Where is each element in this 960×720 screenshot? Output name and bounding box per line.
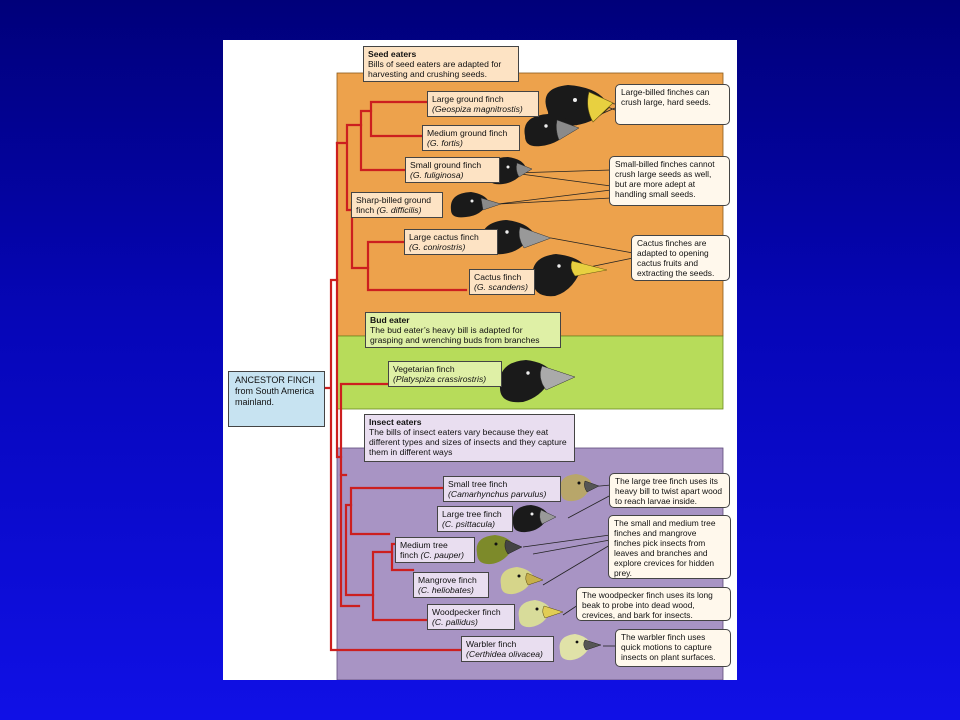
- species-label-sharp-billed-ground-finch: Sharp-billed ground finch (G. difficilis…: [351, 192, 443, 218]
- species-label-woodpecker-finch: Woodpecker finch (C. pallidus): [427, 604, 515, 630]
- species-scientific-name: (G. difficilis): [376, 205, 422, 215]
- note-warbler-finch: The warbler finch uses quick motions to …: [615, 629, 731, 667]
- note-cactus-finches: Cactus finches are adapted to opening ca…: [631, 235, 730, 281]
- ancestor-line-3: mainland.: [235, 397, 275, 407]
- bud-eater-description: The bud eater’s heavy bill is adapted fo…: [370, 325, 540, 345]
- bud-eater-label: Bud eater The bud eater’s heavy bill is …: [365, 312, 561, 348]
- note-large-tree-finch: The large tree finch uses its heavy bill…: [609, 473, 730, 508]
- species-scientific-name: (Geospiza magnitrostis): [432, 104, 523, 114]
- medium-ground-finch-illustration: [524, 114, 580, 147]
- species-scientific-name: (C. heliobates): [418, 585, 474, 595]
- species-common-name: Small tree finch: [448, 479, 508, 489]
- species-common-name: Large ground finch: [432, 94, 504, 104]
- ancestor-finch-label: ANCESTOR FINCH from South America mainla…: [228, 371, 325, 427]
- large-ground-finch-illustration: [545, 85, 614, 127]
- seed-eaters-label: Seed eaters Bills of seed eaters are ada…: [363, 46, 519, 82]
- species-scientific-name: (G. scandens): [474, 282, 528, 292]
- insect-eaters-description: The bills of insect eaters vary because …: [369, 427, 567, 457]
- mangrove-finch-illustration: [500, 567, 544, 595]
- species-common-name: Medium tree: [400, 540, 448, 550]
- species-common-name: Large cactus finch: [409, 232, 479, 242]
- species-common-name: Mangrove finch: [418, 575, 477, 585]
- species-scientific-name: (Platyspiza crassirostris): [393, 374, 487, 384]
- species-label-mangrove-finch: Mangrove finch (C. heliobates): [413, 572, 489, 598]
- species-label-medium-ground-finch: Medium ground finch (G. fortis): [422, 125, 520, 151]
- vegetarian-finch-illustration: [499, 360, 576, 403]
- species-label-vegetarian-finch: Vegetarian finch (Platyspiza crassirostr…: [388, 361, 502, 387]
- species-common-name: Medium ground finch: [427, 128, 508, 138]
- finch-diagram: ANCESTOR FINCH from South America mainla…: [223, 40, 737, 680]
- species-label-medium-tree-finch: Medium tree finch (C. pauper): [395, 537, 475, 563]
- seed-eaters-description: Bills of seed eaters are adapted for har…: [368, 59, 502, 79]
- note-small-medium-tree-finches: The small and medium tree finches and ma…: [608, 515, 731, 579]
- note-woodpecker-finch: The woodpecker finch uses its long beak …: [576, 587, 731, 621]
- species-scientific-name: (G. fuliginosa): [410, 170, 464, 180]
- species-common-name: Small ground finch: [410, 160, 482, 170]
- note-small-billed: Small-billed finches cannot crush large …: [609, 156, 730, 206]
- species-label-warbler-finch: Warbler finch (Certhidea olivacea): [461, 636, 554, 662]
- species-label-cactus-finch: Cactus finch (G. scandens): [469, 269, 535, 295]
- insect-eaters-label: Insect eaters The bills of insect eaters…: [364, 414, 575, 462]
- warbler-finch-illustration: [559, 634, 602, 661]
- species-common-name: Large tree finch: [442, 509, 502, 519]
- large-tree-finch-illustration: [512, 505, 557, 533]
- species-label-large-ground-finch: Large ground finch (Geospiza magnitrosti…: [427, 91, 539, 117]
- species-scientific-name: (Camarhynchus parvulus): [448, 489, 547, 499]
- ancestor-line-2: from South America: [235, 386, 315, 396]
- species-label-small-ground-finch: Small ground finch (G. fuliginosa): [405, 157, 500, 183]
- note-large-billed: Large-billed finches can crush large, ha…: [615, 84, 730, 125]
- species-scientific-name: (G. conirostris): [409, 242, 466, 252]
- species-finch-word: finch: [400, 550, 421, 560]
- species-common-name: Cactus finch: [474, 272, 522, 282]
- species-scientific-name: (C. psittacula): [442, 519, 496, 529]
- species-common-name: Woodpecker finch: [432, 607, 501, 617]
- species-scientific-name: (C. pauper): [420, 550, 465, 560]
- species-label-large-tree-finch: Large tree finch (C. psittacula): [437, 506, 513, 532]
- species-scientific-name: (C. pallidus): [432, 617, 478, 627]
- species-common-name: Warbler finch: [466, 639, 517, 649]
- cactus-finch-illustration: [532, 254, 608, 297]
- species-label-small-tree-finch: Small tree finch (Camarhynchus parvulus): [443, 476, 561, 502]
- bud-eater-title: Bud eater: [370, 315, 410, 325]
- species-finch-word: finch: [356, 205, 377, 215]
- species-common-name: Sharp-billed ground: [356, 195, 432, 205]
- woodpecker-finch-illustration: [518, 600, 564, 628]
- ancestor-line-1: ANCESTOR FINCH: [235, 375, 315, 385]
- medium-tree-finch-illustration: [476, 535, 523, 565]
- sharp-billed-ground-finch-illustration: [450, 192, 502, 218]
- species-label-large-cactus-finch: Large cactus finch (G. conirostris): [404, 229, 498, 255]
- species-scientific-name: (G. fortis): [427, 138, 463, 148]
- species-common-name: Vegetarian finch: [393, 364, 455, 374]
- insect-eaters-title: Insect eaters: [369, 417, 422, 427]
- small-tree-finch-illustration: [560, 474, 600, 502]
- species-scientific-name: (Certhidea olivacea): [466, 649, 543, 659]
- seed-eaters-title: Seed eaters: [368, 49, 417, 59]
